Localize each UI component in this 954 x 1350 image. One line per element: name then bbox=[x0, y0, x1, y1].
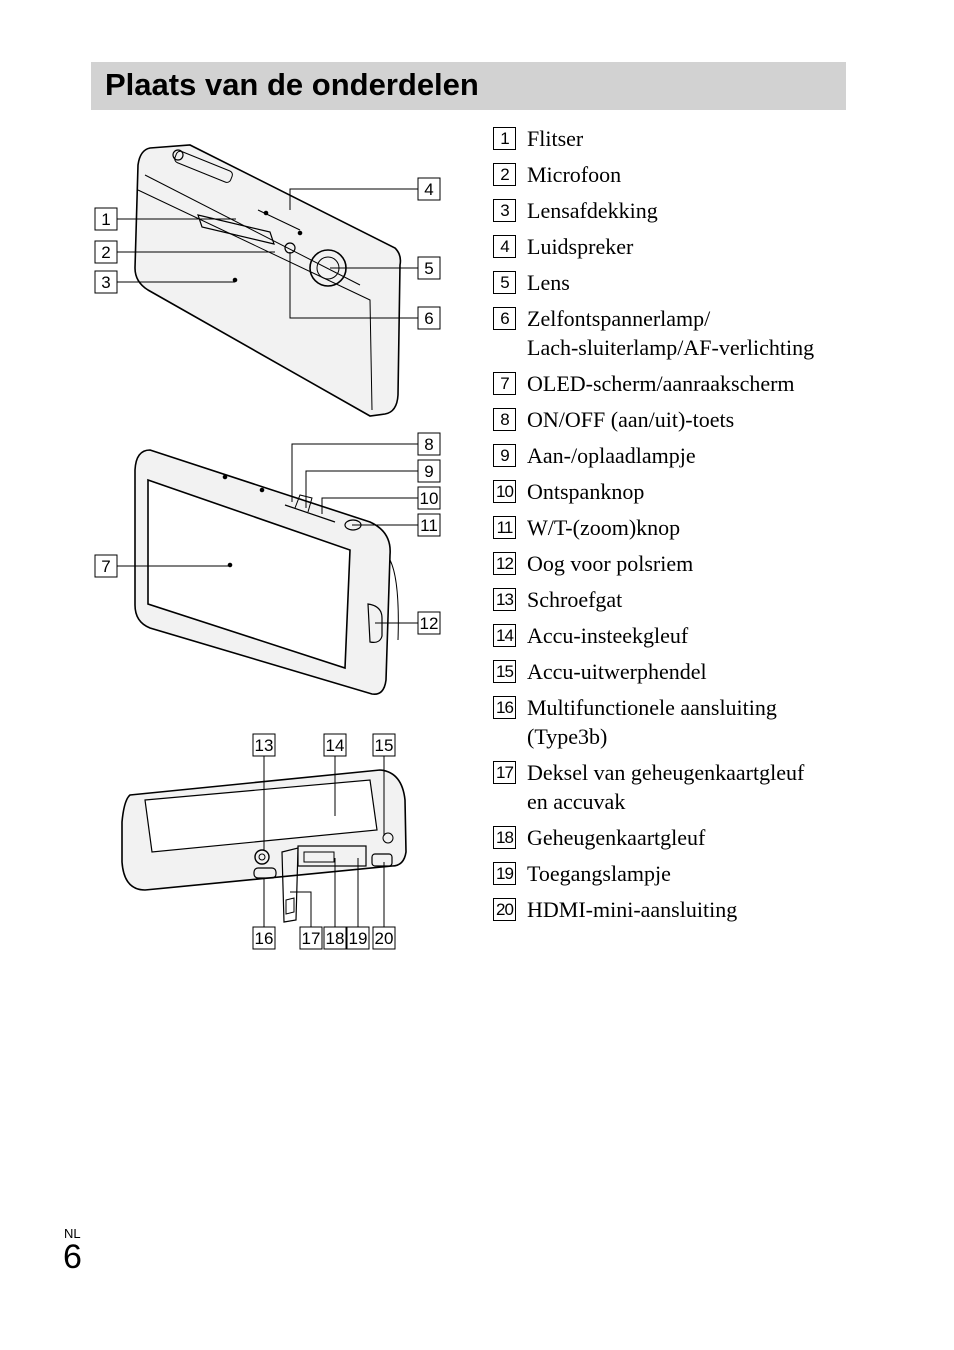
part-number: 15 bbox=[493, 660, 516, 683]
part-number: 1 bbox=[493, 127, 516, 150]
callout-17: 17 bbox=[302, 929, 321, 948]
part-item: 19 Toegangslampje bbox=[493, 859, 853, 888]
callout-6: 6 bbox=[424, 309, 433, 328]
part-number: 9 bbox=[493, 444, 516, 467]
part-label: Deksel van geheugenkaartgleuf bbox=[527, 760, 805, 785]
part-number: 14 bbox=[493, 624, 516, 647]
part-number: 12 bbox=[493, 552, 516, 575]
callout-11: 11 bbox=[420, 516, 438, 535]
part-label: Geheugenkaartgleuf bbox=[527, 825, 706, 850]
part-item: 5 Lens bbox=[493, 268, 853, 297]
part-label: Toegangslampje bbox=[527, 861, 671, 886]
callout-20: 20 bbox=[375, 929, 394, 948]
part-number: 4 bbox=[493, 235, 516, 258]
part-number: 17 bbox=[493, 761, 516, 784]
part-label: Zelfontspannerlamp/ bbox=[527, 306, 711, 331]
part-item: 17 Deksel van geheugenkaartgleuf en accuva… bbox=[493, 758, 853, 816]
part-number: 8 bbox=[493, 408, 516, 431]
camera-diagram: 1 2 3 4 5 6 7 8 9 10 11 12 13 14 15 16 1… bbox=[94, 144, 441, 950]
parts-list: 1 Flitser 2 Microfoon 3 Lensafdekking 4 Luid… bbox=[493, 124, 853, 931]
callout-3: 3 bbox=[101, 273, 110, 292]
callout-7: 7 bbox=[101, 557, 110, 576]
callout-14: 14 bbox=[326, 736, 345, 755]
part-item: 12 Oog voor polsriem bbox=[493, 549, 853, 578]
part-label: Ontspanknop bbox=[527, 479, 645, 504]
page-title: Plaats van de onderdelen bbox=[105, 67, 479, 102]
part-item: 10 Ontspanknop bbox=[493, 477, 853, 506]
part-label: HDMI-mini-aansluiting bbox=[527, 897, 738, 922]
part-label: Luidspreker bbox=[527, 234, 634, 259]
part-label: W/T-(zoom)knop bbox=[527, 515, 681, 540]
part-label: OLED-scherm/aanraakscherm bbox=[527, 371, 795, 396]
camera-front-view bbox=[134, 144, 402, 417]
part-item: 18 Geheugenkaartgleuf bbox=[493, 823, 853, 852]
part-item: 9 Aan-/oplaadlampje bbox=[493, 441, 853, 470]
part-label: Aan-/oplaadlampje bbox=[527, 443, 696, 468]
callout-10: 10 bbox=[420, 489, 439, 508]
part-item: 7 OLED-scherm/aanraakscherm bbox=[493, 369, 853, 398]
part-number: 13 bbox=[493, 588, 516, 611]
part-label: Oog voor polsriem bbox=[527, 551, 694, 576]
part-item: 15 Accu-uitwerphendel bbox=[493, 657, 853, 686]
part-item: 20 HDMI-mini-aansluiting bbox=[493, 895, 853, 924]
page-number: 6 bbox=[63, 1238, 82, 1276]
callout-4: 4 bbox=[424, 180, 433, 199]
part-number: 20 bbox=[493, 898, 516, 921]
part-item: 14 Accu-insteekgleuf bbox=[493, 621, 853, 650]
part-item: 13 Schroefgat bbox=[493, 585, 853, 614]
camera-back-view bbox=[134, 449, 399, 696]
callout-8: 8 bbox=[424, 435, 433, 454]
callout-15: 15 bbox=[375, 736, 394, 755]
part-item: 8 ON/OFF (aan/uit)-toets bbox=[493, 405, 853, 434]
part-label-line2: Lach-sluiterlamp/AF-verlichting bbox=[527, 335, 815, 360]
part-number: 7 bbox=[493, 372, 516, 395]
part-item: 11 W/T-(zoom)knop bbox=[493, 513, 853, 542]
part-item: 4 Luidspreker bbox=[493, 232, 853, 261]
part-label: Lensafdekking bbox=[527, 198, 658, 223]
part-number: 16 bbox=[493, 696, 516, 719]
part-label: Multifunctionele aansluiting bbox=[527, 695, 777, 720]
part-label-line2: en accuvak bbox=[527, 789, 626, 814]
part-label: Lens bbox=[527, 270, 570, 295]
part-item: 6 Zelfontspannerlamp/Lach-sluiterlamp/AF-… bbox=[493, 304, 853, 362]
part-label: ON/OFF (aan/uit)-toets bbox=[527, 407, 735, 432]
part-label: Flitser bbox=[527, 126, 584, 151]
part-number: 5 bbox=[493, 271, 516, 294]
callout-1: 1 bbox=[101, 210, 110, 229]
callout-5: 5 bbox=[424, 259, 433, 278]
part-number: 11 bbox=[493, 516, 516, 539]
part-number: 3 bbox=[493, 199, 516, 222]
part-item: 1 Flitser bbox=[493, 124, 853, 153]
callout-13: 13 bbox=[255, 736, 274, 755]
part-number: 2 bbox=[493, 163, 516, 186]
callout-9: 9 bbox=[424, 462, 433, 481]
language-code: NL bbox=[64, 1226, 81, 1241]
part-item: 2 Microfoon bbox=[493, 160, 853, 189]
part-label-line2: (Type3b) bbox=[527, 724, 608, 749]
part-label: Microfoon bbox=[527, 162, 622, 187]
callout-2: 2 bbox=[101, 243, 110, 262]
section-title-bar: Plaats van de onderdelen bbox=[91, 62, 846, 110]
callout-numbers: 1 2 3 4 5 6 7 8 9 10 11 12 13 14 15 16 1… bbox=[101, 180, 438, 948]
callout-19: 19 bbox=[349, 929, 368, 948]
part-label: Accu-uitwerphendel bbox=[527, 659, 707, 684]
part-item: 16 Multifunctionele aansluiting (Type3b) bbox=[493, 693, 853, 751]
callout-16: 16 bbox=[255, 929, 274, 948]
part-label: Accu-insteekgleuf bbox=[527, 623, 689, 648]
part-number: 10 bbox=[493, 480, 516, 503]
callout-boxes bbox=[94, 177, 441, 950]
part-label: Schroefgat bbox=[527, 587, 623, 612]
leader-lines bbox=[117, 188, 418, 927]
part-number: 18 bbox=[493, 826, 516, 849]
callout-12: 12 bbox=[420, 614, 439, 633]
callout-18: 18 bbox=[326, 929, 345, 948]
part-number: 6 bbox=[493, 307, 516, 330]
part-item: 3 Lensafdekking bbox=[493, 196, 853, 225]
part-number: 19 bbox=[493, 862, 516, 885]
